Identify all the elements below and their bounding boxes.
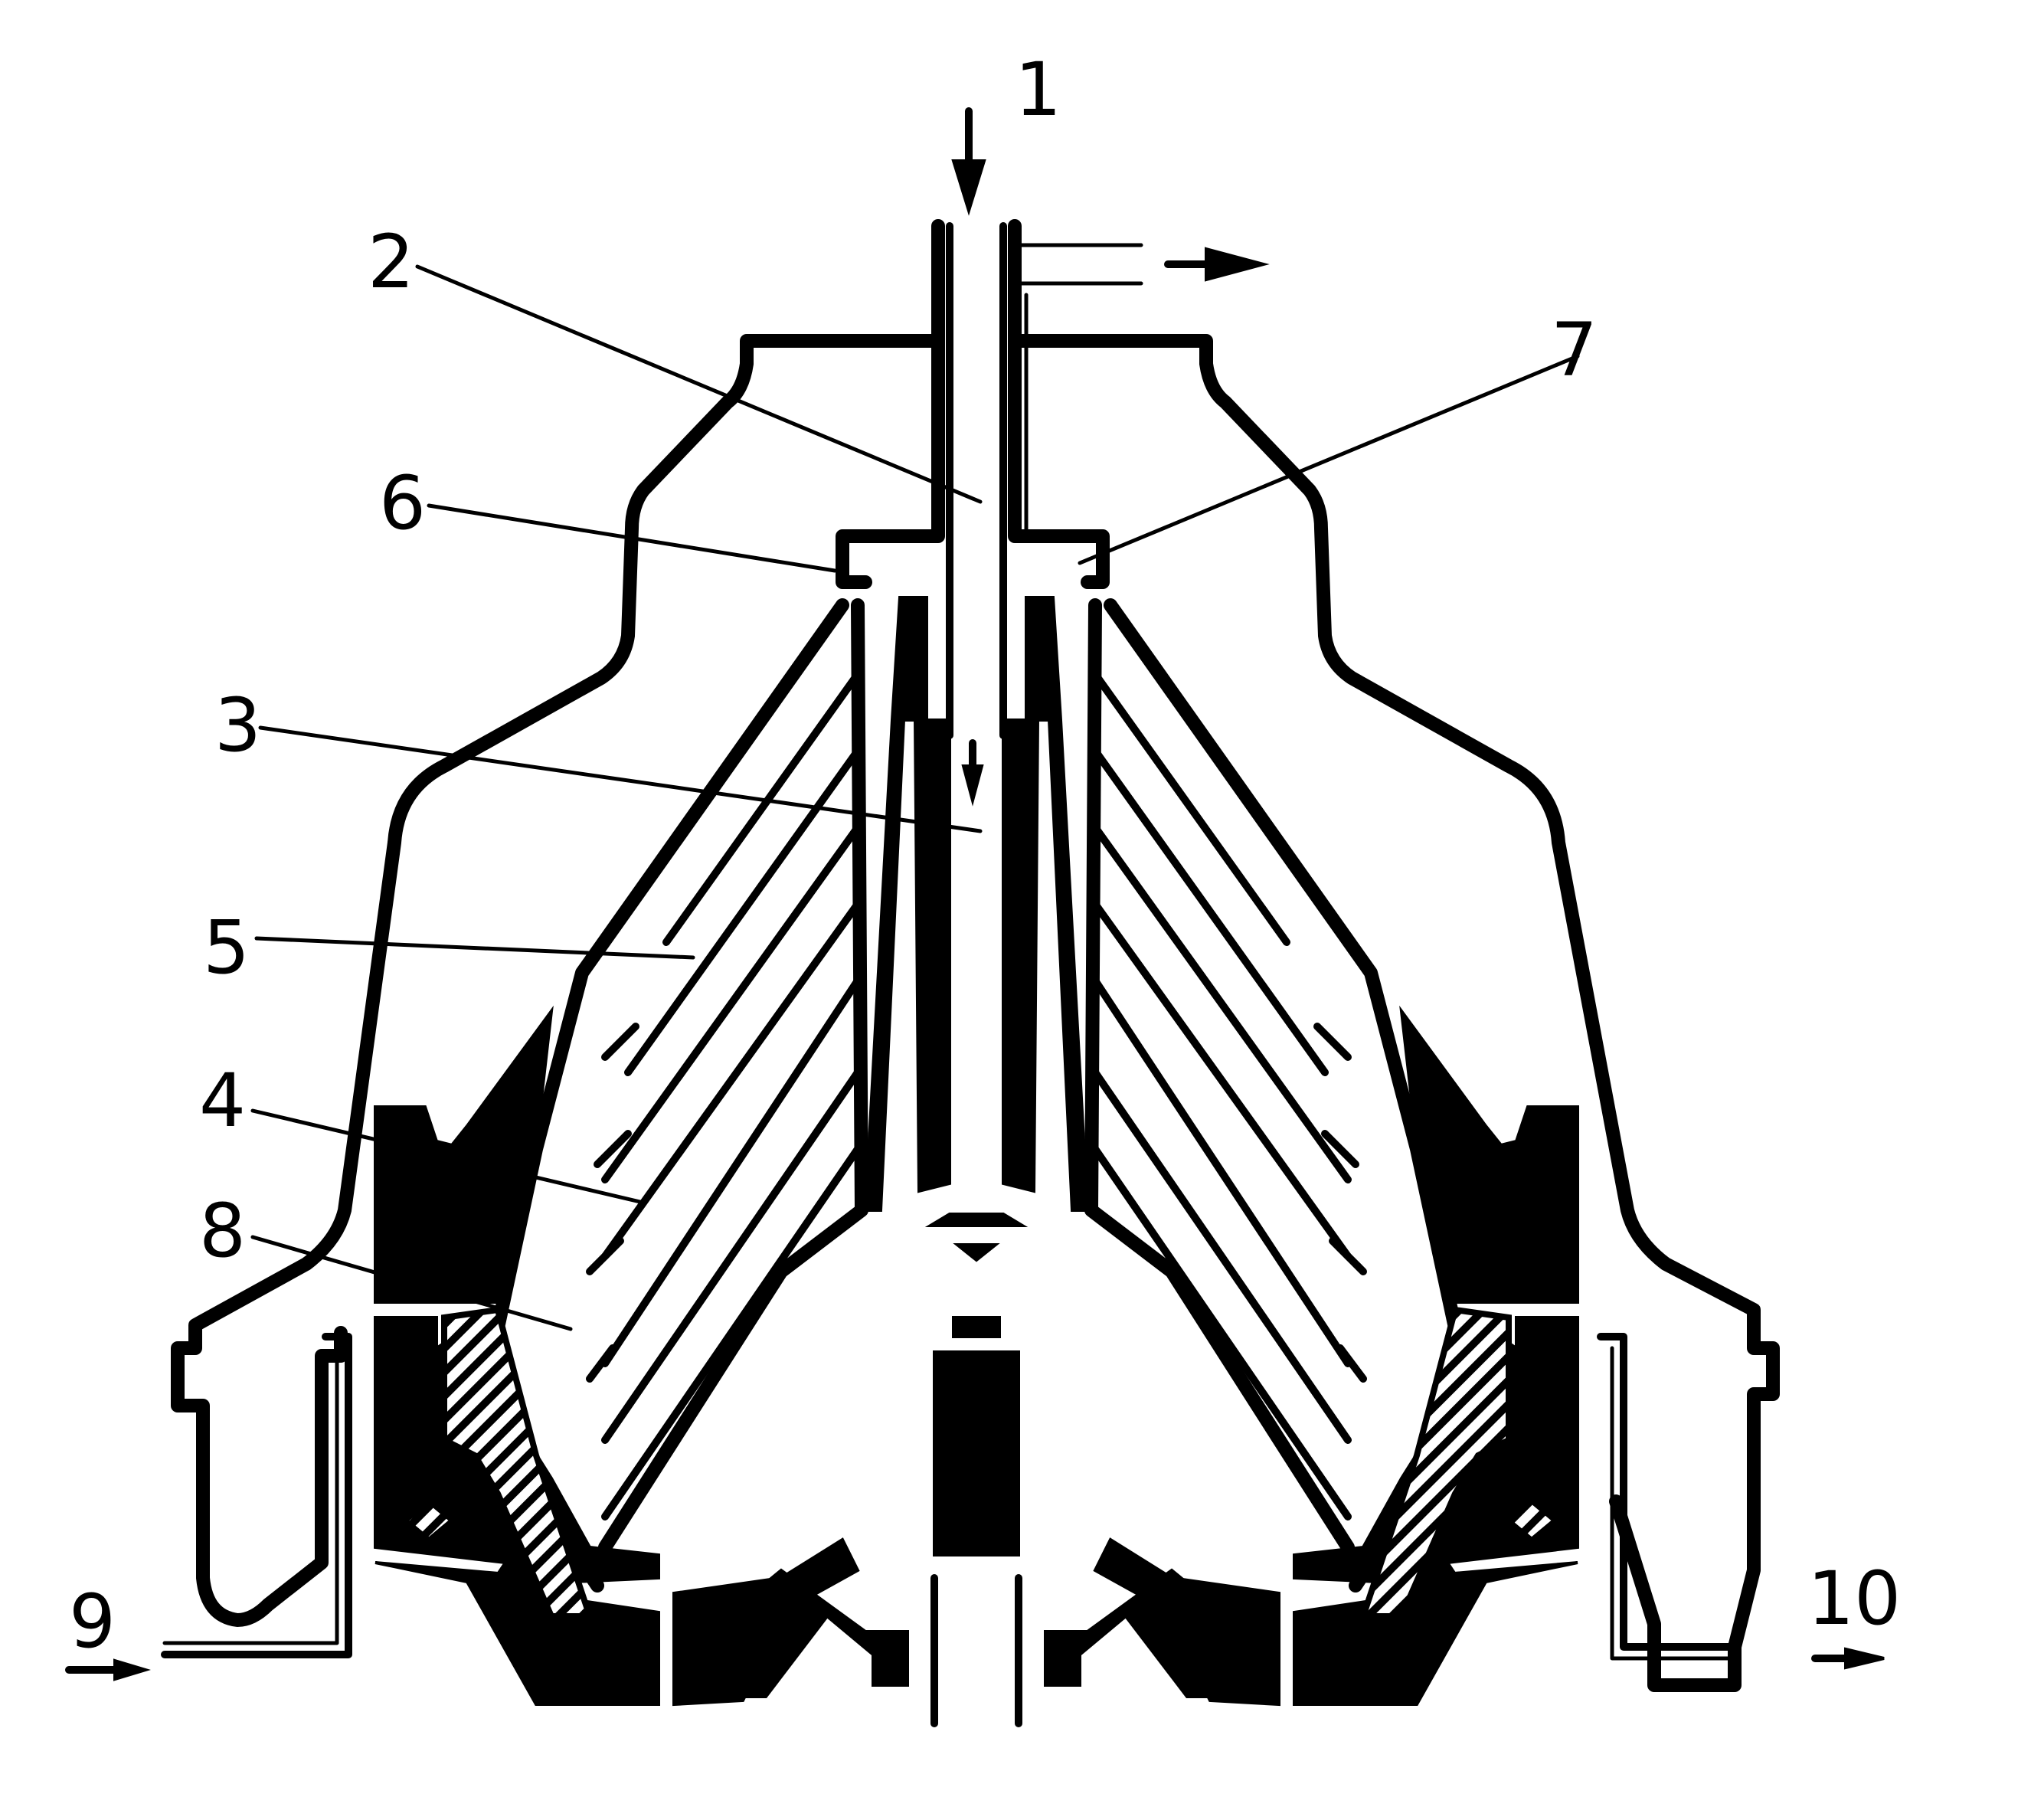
bowl-frame	[374, 1005, 1579, 1707]
flow-arrows	[65, 107, 1885, 1681]
distributor-core	[863, 596, 1090, 1727]
leader-lines	[250, 264, 1580, 1331]
leader-3	[258, 725, 983, 833]
leader-2	[415, 264, 983, 504]
leader-4	[250, 1108, 646, 1205]
disc-stack-right	[1084, 598, 1470, 1592]
outer-casing	[171, 334, 1780, 1692]
label-4: 4	[199, 1058, 246, 1144]
label-5: 5	[203, 905, 250, 990]
label-9: 9	[69, 1579, 116, 1665]
leader-6	[427, 503, 837, 573]
side-outlets	[161, 1333, 1738, 1661]
leader-5	[254, 936, 695, 960]
leader-8	[250, 1235, 573, 1331]
disc-stack-left	[483, 598, 868, 1592]
label-7: 7	[1551, 307, 1598, 393]
label-2: 2	[368, 219, 414, 305]
label-6: 6	[379, 460, 426, 546]
label-1: 1	[1015, 47, 1061, 133]
number-labels: 1 2 7 6 3 5 4 8 9 10	[69, 47, 1901, 1665]
label-3: 3	[214, 682, 261, 768]
hatched-seals	[402, 1306, 1558, 1619]
leader-7	[1078, 354, 1580, 565]
label-10: 10	[1807, 1556, 1901, 1642]
label-8: 8	[199, 1188, 246, 1274]
central-feed-pipe	[836, 219, 1143, 739]
